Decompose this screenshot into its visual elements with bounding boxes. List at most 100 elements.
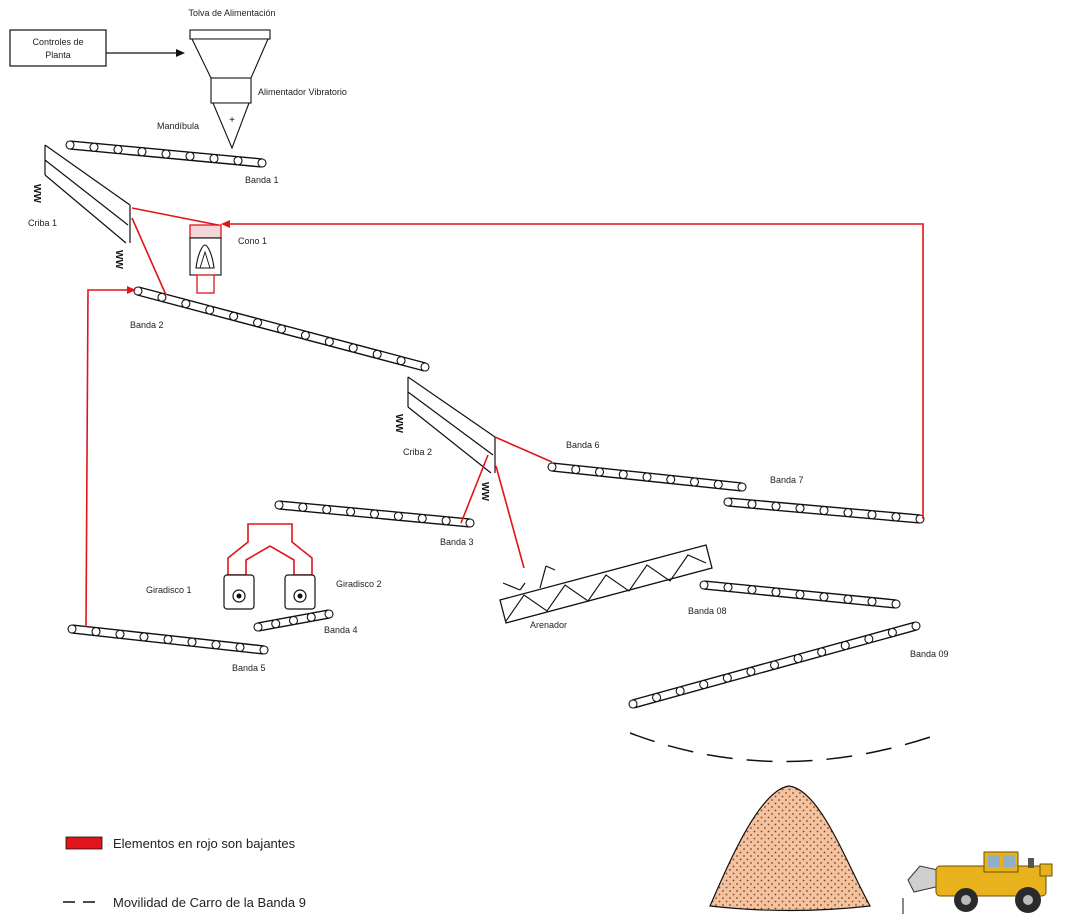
belt-4-roller: [324, 609, 334, 619]
belt-4-roller: [253, 622, 263, 632]
belt-6: [547, 462, 747, 492]
svg-text:WW: WW: [393, 414, 404, 433]
belt-2-roller: [157, 292, 167, 302]
belt-5-roller: [187, 637, 197, 647]
screen-1-label: Criba 1: [28, 218, 57, 228]
belt-3-roller: [346, 507, 356, 517]
belt-5-label: Banda 5: [232, 663, 266, 673]
belt-6-roller: [689, 477, 700, 487]
belt-09-roller: [699, 679, 709, 690]
belt-1: [65, 140, 267, 168]
belt-5-roller: [91, 627, 101, 637]
belt-09-roller: [793, 653, 803, 664]
belt-1-roller: [161, 149, 171, 159]
giradisco-2: Giradisco 2: [284, 574, 382, 610]
belt-4-roller: [306, 612, 316, 622]
belt-09-roller: [652, 692, 662, 703]
belt-6-roller: [713, 479, 723, 490]
belt-09-roller: [769, 660, 780, 670]
belt-3-roller: [298, 502, 308, 512]
screen-1: WW WW Criba 1: [28, 144, 131, 269]
screen-2-label: Criba 2: [403, 447, 432, 457]
belt-7-roller: [795, 503, 805, 513]
belt-1-roller: [65, 140, 75, 150]
belt-5-roller: [67, 624, 77, 634]
belt-1-roller: [89, 142, 99, 152]
jaw-crusher: + Mandíbula: [157, 102, 250, 150]
red-chutes: [85, 207, 924, 628]
belt-6-label: Banda 6: [566, 440, 600, 450]
belt-3-roller: [417, 513, 427, 524]
belt-1-roller: [209, 153, 219, 164]
belt-5-roller: [235, 642, 245, 652]
belt-3-roller: [441, 516, 451, 526]
belt-08-roller: [819, 592, 829, 602]
belt-2-roller: [420, 362, 430, 372]
belt-3-roller: [322, 504, 332, 515]
belt-6-roller: [642, 472, 652, 482]
front-loader-icon: [902, 851, 1053, 914]
screen-2: WW WW Criba 2: [393, 376, 496, 501]
belt-5-roller: [139, 632, 149, 642]
belt-7-roller: [867, 510, 877, 520]
plant-controls-label-1: Controles de: [32, 37, 83, 47]
feed-hopper: Tolva de Alimentación: [188, 8, 276, 79]
belt-08: [699, 580, 901, 609]
jaw-crusher-label: Mandíbula: [157, 121, 199, 131]
belt-7-roller: [819, 505, 829, 516]
belt-4: [253, 609, 334, 632]
belt-1-roller: [113, 144, 123, 155]
belt-2-roller: [348, 343, 358, 353]
belt-3-roller: [465, 518, 475, 528]
plant-controls-box: Controles de Planta: [9, 29, 107, 67]
legend-red-label: Elementos en rojo son bajantes: [113, 836, 296, 851]
belt-6-roller: [571, 464, 581, 475]
belt-2-roller: [181, 299, 191, 309]
belt-2-roller: [133, 286, 143, 296]
belt-5-roller: [115, 629, 125, 639]
svg-text:WW: WW: [113, 250, 124, 269]
belt-08-roller: [747, 585, 757, 595]
belt-7-roller: [723, 497, 733, 507]
belt-2-roller: [229, 311, 239, 321]
belt-5: [67, 624, 269, 655]
belt-08-roller: [723, 582, 733, 592]
belt-9-mobility-arc: [629, 732, 943, 763]
belt-2-roller: [324, 337, 334, 347]
belt-7-roller: [771, 501, 781, 511]
belt-08-roller: [843, 594, 853, 604]
belt-5-roller: [211, 640, 221, 650]
svg-text:WW: WW: [479, 482, 490, 501]
belt-2-label: Banda 2: [130, 320, 164, 330]
belt-08-roller: [867, 597, 877, 607]
legend-red-swatch: [65, 836, 103, 850]
belt-6-roller: [666, 474, 676, 485]
belt-09-roller: [817, 647, 827, 657]
belt-7-label: Banda 7: [770, 475, 804, 485]
belt-09-roller: [675, 686, 685, 696]
belt-1-roller: [257, 158, 267, 168]
plant-controls-label-2: Planta: [45, 50, 71, 60]
belt-1-roller: [233, 156, 243, 166]
belt-08-roller: [891, 599, 901, 609]
belt-2-roller: [205, 305, 215, 315]
belt-6-roller: [737, 482, 747, 492]
belt-7-roller: [843, 508, 853, 518]
belt-09-roller: [840, 640, 850, 651]
belt-09-roller: [864, 634, 874, 644]
controls-arrow: [106, 49, 185, 57]
sand-washer: Arenador: [499, 544, 713, 630]
belt-08-roller: [795, 589, 805, 600]
conveyor-belts: [65, 140, 925, 709]
belt-7: [723, 497, 925, 524]
belt-3-label: Banda 3: [440, 537, 474, 547]
belt-6-roller: [618, 469, 628, 480]
belt-2-roller: [300, 330, 310, 340]
svg-text:+: +: [229, 115, 235, 126]
belt-3: [274, 500, 475, 528]
giradisco-1: Giradisco 1: [146, 574, 255, 610]
belt-6-roller: [594, 467, 605, 477]
belt-7-roller: [747, 499, 757, 509]
belt-4-roller: [271, 619, 281, 629]
vibrating-feeder-label: Alimentador Vibratorio: [258, 87, 347, 97]
